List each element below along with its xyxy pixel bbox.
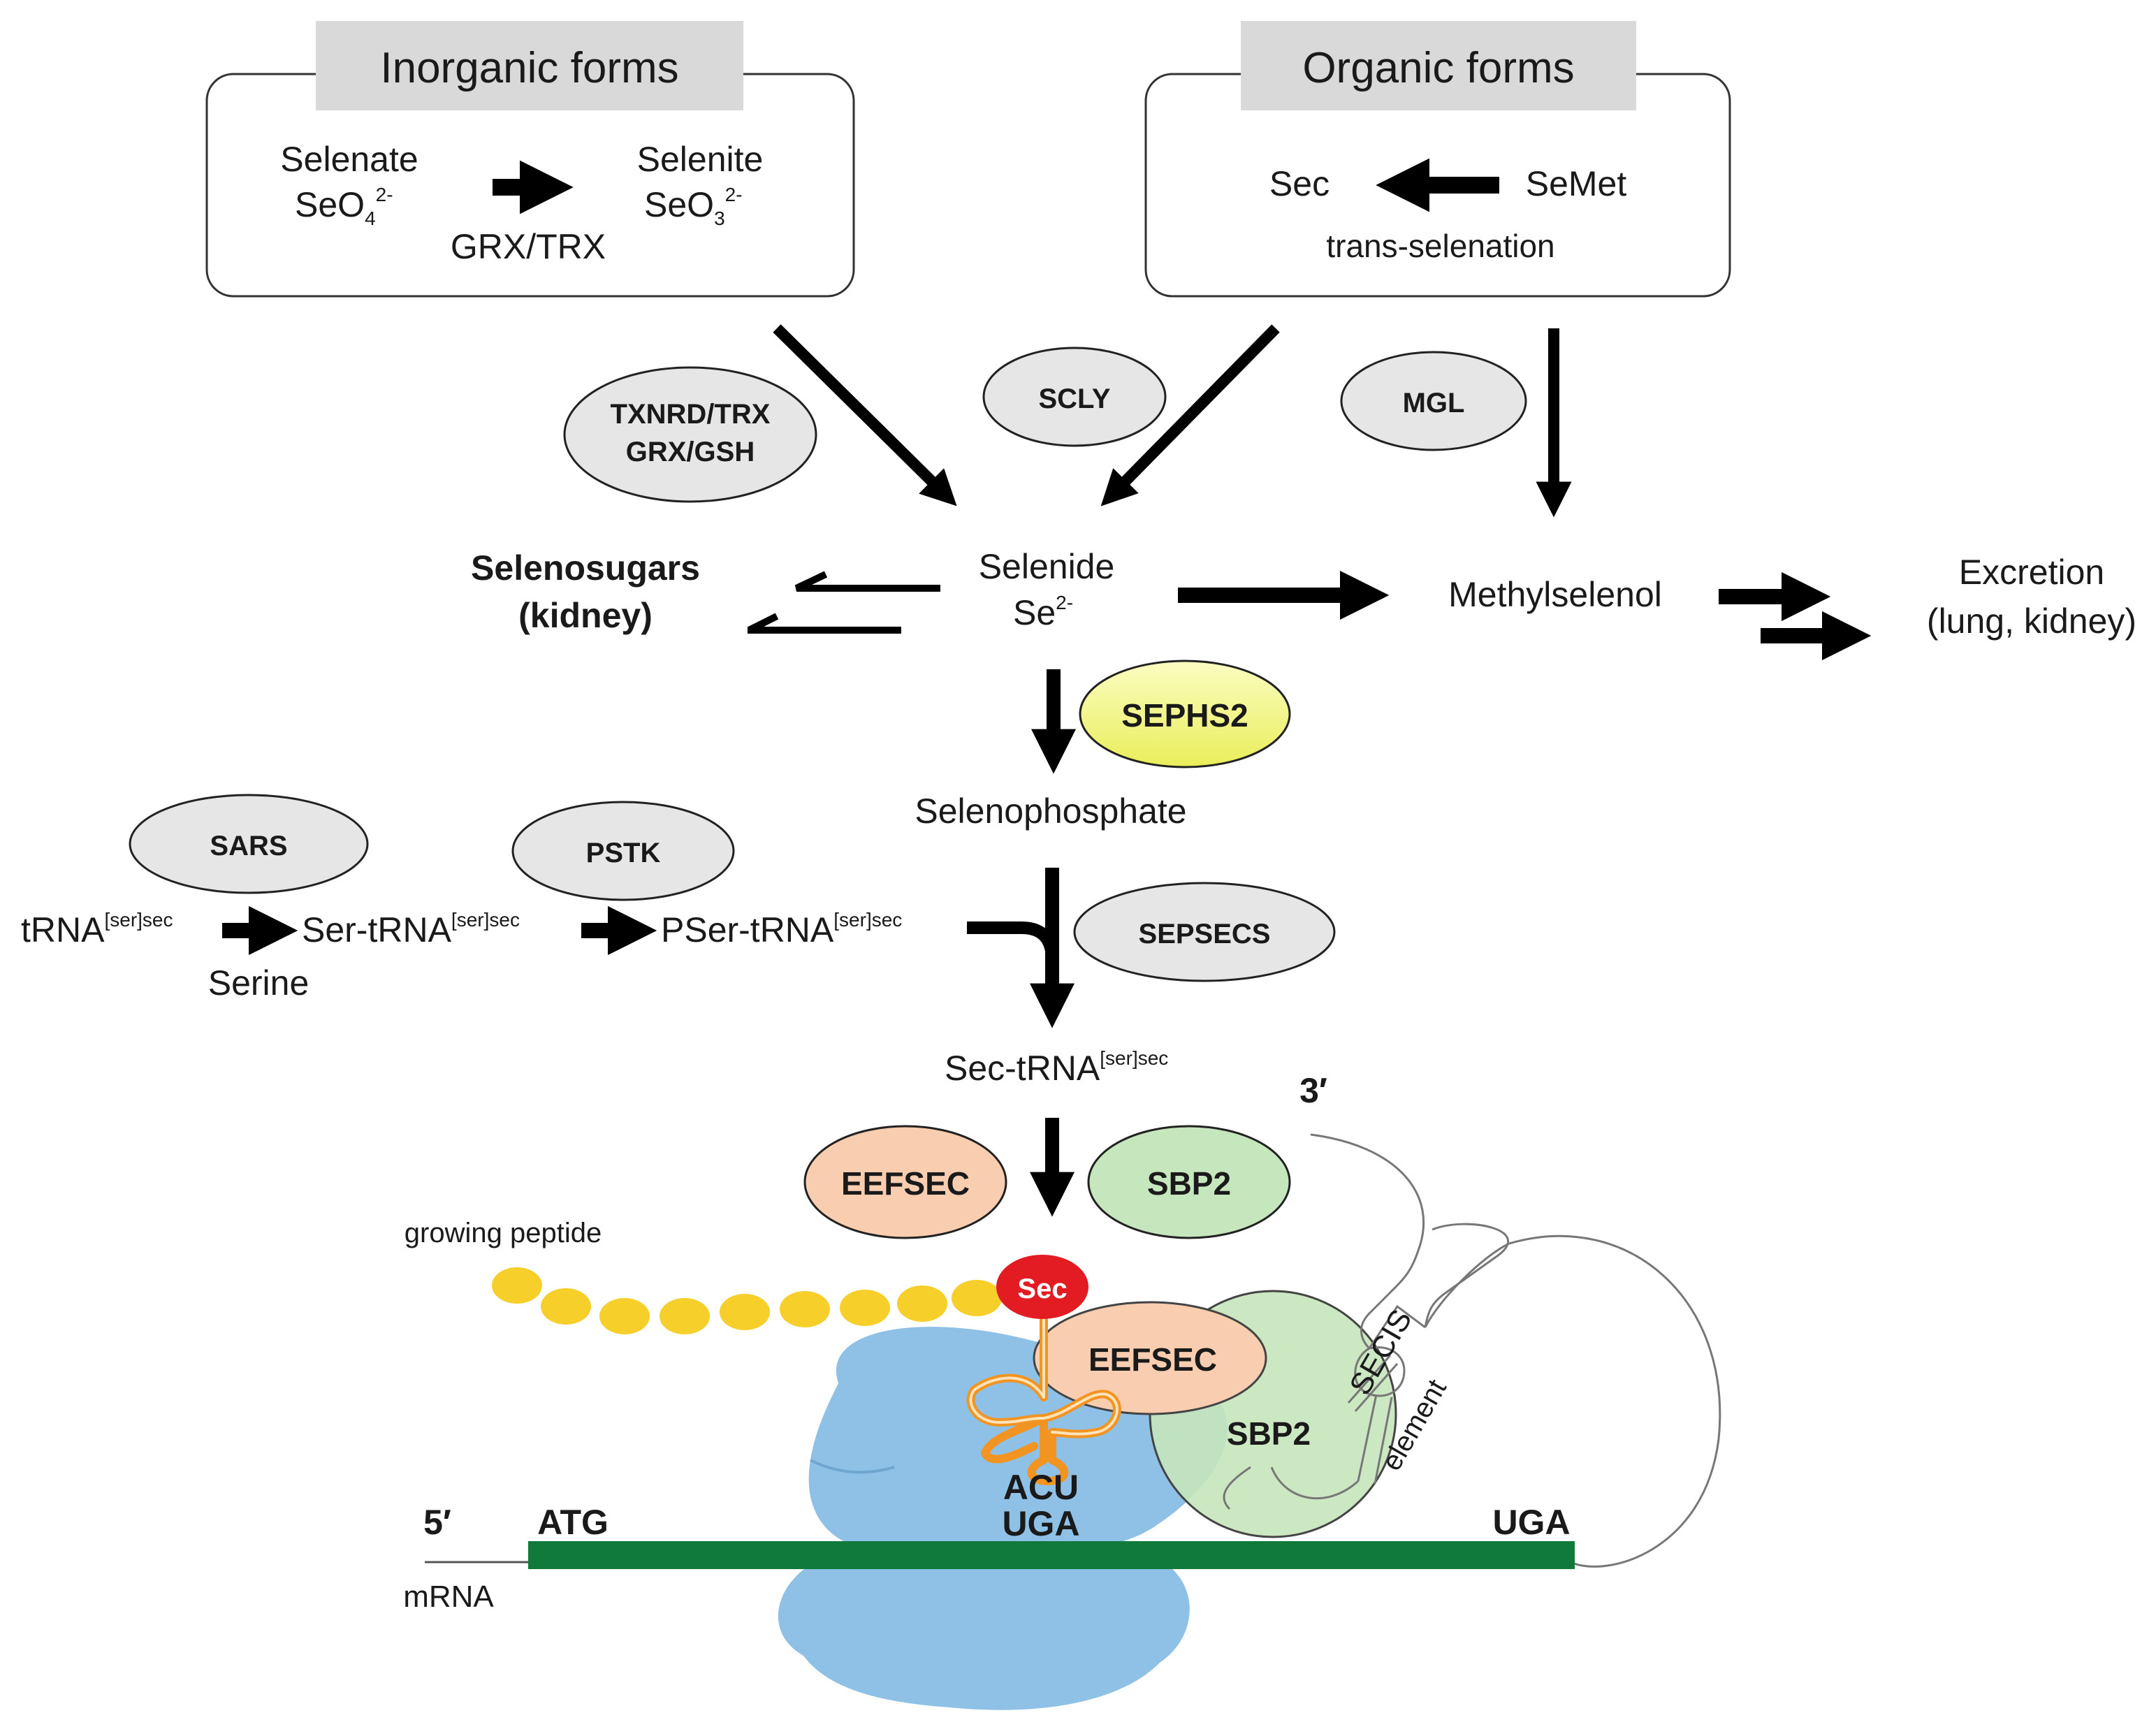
organic-header-bg xyxy=(1241,21,1636,110)
mgl-oval: MGL xyxy=(1340,351,1527,451)
pstk-label: PSTK xyxy=(586,838,661,868)
growing-peptide-label: growing peptide xyxy=(405,1218,602,1248)
selenosugars-label: Selenosugars xyxy=(471,548,700,588)
inorganic-header: Inorganic forms xyxy=(380,44,678,92)
txnrd-oval: TXNRD/TRX GRX/GSH xyxy=(563,366,817,503)
scly-oval: SCLY xyxy=(982,347,1167,447)
txnrd-label: TXNRD/TRX xyxy=(611,399,771,430)
grx-trx-label: GRX/TRX xyxy=(451,227,606,266)
kidney-label: (kidney) xyxy=(518,596,653,635)
selenosugars-arrow-barb xyxy=(747,613,779,634)
lung-kidney-label: (lung, kidney) xyxy=(1927,602,2136,641)
sec-residue: Sec xyxy=(996,1255,1088,1319)
grx-gsh-label: GRX/GSH xyxy=(626,437,755,467)
sephs2-label: SEPHS2 xyxy=(1121,697,1248,734)
selenate-label: Selenate xyxy=(280,140,418,179)
selenite-formula: SeO32- xyxy=(644,184,743,229)
selenide-formula: Se2- xyxy=(1013,592,1073,632)
eefsec-ribosome-bound: EEFSEC xyxy=(1033,1301,1267,1415)
sars-label: SARS xyxy=(210,831,287,861)
selenate-formula: SeO42- xyxy=(295,184,393,229)
selenophosphate-label: Selenophosphate xyxy=(915,792,1186,831)
eefsec-label-top: EEFSEC xyxy=(841,1165,970,1202)
sars-oval: SARS xyxy=(129,794,369,894)
inorganic-header-bg xyxy=(316,21,743,110)
uga-sec-codon-label: UGA xyxy=(1002,1504,1079,1543)
sbp2-oval-top: SBP2 xyxy=(1087,1125,1291,1239)
semet-label: SeMet xyxy=(1526,164,1627,203)
inorganic-forms-box: Inorganic forms Selenate SeO42- Selenite… xyxy=(205,21,855,298)
sec-residue-label: Sec xyxy=(1017,1274,1067,1304)
sepsecs-oval: SEPSECS xyxy=(1073,882,1336,982)
inorganic-to-selenide-arrow xyxy=(773,324,957,506)
mrna-label: mRNA xyxy=(403,1580,494,1614)
five-prime-label: 5′ xyxy=(423,1503,451,1542)
selenide-to-selenosugars-arrow xyxy=(794,571,940,592)
methylselenol-label: Methylselenol xyxy=(1448,575,1662,614)
sepsecs-label: SEPSECS xyxy=(1139,919,1271,949)
pser-trna-merge-line xyxy=(967,921,1058,961)
selenite-label: Selenite xyxy=(637,140,764,179)
excretion-label: Excretion xyxy=(1959,553,2104,592)
sec-trna-label: Sec-tRNA[ser]sec xyxy=(945,1047,1168,1088)
mrna-strand xyxy=(528,1541,1575,1569)
scly-label: SCLY xyxy=(1038,384,1110,414)
sbp2-label-top: SBP2 xyxy=(1147,1165,1231,1202)
organic-forms-box: Organic forms Sec SeMet trans-selenation xyxy=(1144,21,1731,298)
secis-element xyxy=(1223,1133,1721,1568)
eefsec-label-bound: EEFSEC xyxy=(1088,1341,1217,1378)
selenide-label: Selenide xyxy=(979,547,1115,586)
organic-to-selenide-arrow xyxy=(1100,324,1280,506)
three-prime-label: 3′ xyxy=(1299,1071,1327,1110)
ser-trna-label: Ser-tRNA[ser]sec xyxy=(302,909,520,949)
organic-header: Organic forms xyxy=(1302,44,1574,92)
pser-trna-label: PSer-tRNA[ser]sec xyxy=(661,909,902,949)
uga-stop-codon-label: UGA xyxy=(1492,1503,1570,1542)
atg-codon-label: ATG xyxy=(537,1503,609,1542)
serine-label: Serine xyxy=(208,963,309,1003)
sec-label: Sec xyxy=(1269,164,1330,203)
trna-label: tRNA[ser]sec xyxy=(21,909,173,949)
growing-peptide-chain xyxy=(492,1267,1002,1334)
sec-trna-cloverleaf-inner xyxy=(969,1306,1119,1436)
trans-selenation-label: trans-selenation xyxy=(1326,228,1554,264)
mgl-label: MGL xyxy=(1403,388,1465,418)
sbp2-label-bound: SBP2 xyxy=(1227,1415,1311,1452)
anticodon-label: ACU xyxy=(1003,1468,1079,1507)
pstk-oval: PSTK xyxy=(511,801,735,901)
eefsec-oval-top: EEFSEC xyxy=(803,1125,1007,1239)
sephs2-oval: SEPHS2 xyxy=(1079,659,1291,768)
